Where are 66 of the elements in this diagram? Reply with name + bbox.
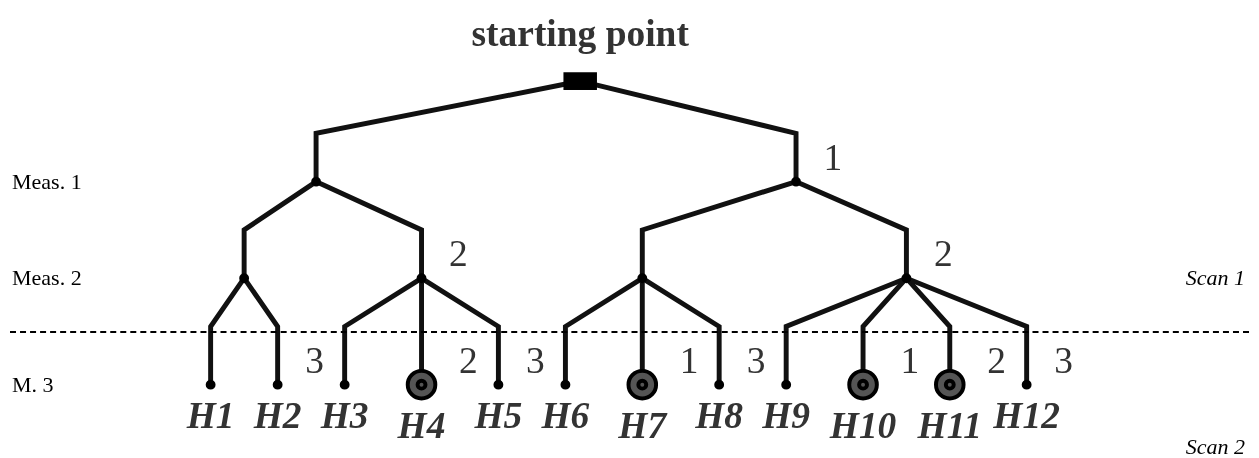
tree-line [342,278,420,381]
count-label: 3 [1054,339,1074,381]
tree-line [644,278,722,381]
hypothesis-label: H5 [474,395,523,437]
tree-line [563,278,641,381]
hypothesis-label: H11 [917,404,983,446]
circle-node [791,176,802,187]
tree-line [313,81,565,178]
level-label: Meas. 2 [12,267,82,290]
ringed-circle-node [934,368,966,401]
count-label: 2 [459,339,478,381]
scan-label: Scan 2 [1185,435,1245,458]
start-label: starting point [471,12,689,54]
tree-line [208,280,244,381]
hypothesis-label: H12 [993,395,1060,437]
circle-node [272,379,283,390]
circle-node [560,379,571,390]
count-label: 1 [823,136,843,178]
circle-node [339,379,350,390]
tree-line [639,180,794,275]
tree-line [639,282,645,371]
circle-node [781,379,792,390]
tree-line [241,181,315,275]
hypothesis-label: H10 [829,404,897,446]
hypothesis-label: H4 [397,404,446,446]
hypothesis-label: H9 [762,395,811,437]
tree-line [244,280,281,381]
hypothesis-label: H7 [618,404,667,446]
tree-line [783,277,904,381]
count-label: 2 [449,233,468,275]
tree-line [419,282,425,371]
circle-node [637,273,648,284]
tree-line [907,279,953,371]
hypothesis-label: H3 [320,395,369,437]
circle-node [901,273,912,284]
count-label: 1 [679,339,699,381]
ringed-circle-node [405,368,438,401]
circle-node [205,379,216,390]
count-label: 1 [900,339,920,381]
hypothesis-label: H8 [695,395,744,437]
ringed-circle-node [847,368,879,401]
tree-line [860,279,906,371]
hypothesis-label: H1 [186,395,235,437]
ringed-circle-node [626,368,659,401]
level-label: M. 3 [12,373,54,396]
circle-node [714,379,725,390]
level-label: Meas. 1 [12,170,82,193]
count-label: 2 [934,233,953,275]
circle-node [1021,379,1032,390]
tree-line [798,180,909,275]
tree-line [909,277,1030,381]
circle-node [239,273,250,284]
count-label: 3 [746,339,766,381]
circle-node [493,379,504,390]
hypothesis-label: H2 [253,395,302,437]
start-square [563,72,598,90]
circle-node [416,273,427,284]
circle-node [311,176,322,187]
scan-label: Scan 1 [1185,267,1245,290]
tree-line [423,278,501,381]
tree-line [318,181,425,275]
hypothesis-label: H6 [541,395,590,437]
count-label: 3 [305,339,325,381]
count-label: 3 [526,339,545,381]
count-label: 2 [987,339,1006,381]
tree-line [595,82,799,178]
